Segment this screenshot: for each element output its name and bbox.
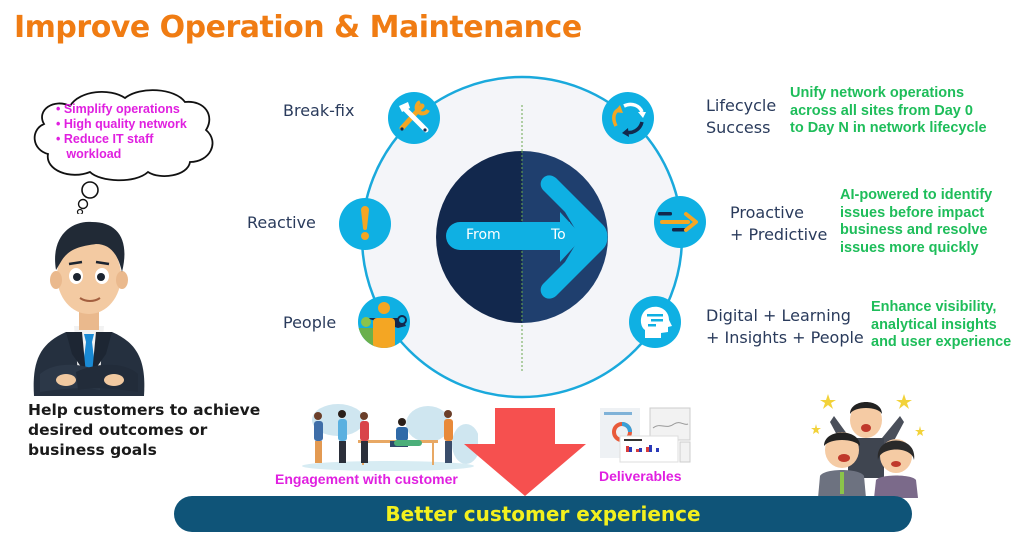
desc-line: to Day N in network lifecycle xyxy=(790,120,987,136)
to-state-proactive: Proactive + Predictive xyxy=(730,202,827,246)
to-state-label-line: Success xyxy=(706,118,771,137)
thought-item: • Reduce IT staff xyxy=(56,132,154,146)
desc-line: Enhance visibility, xyxy=(871,299,997,315)
to-state-label-line: Proactive xyxy=(730,203,805,222)
to-state-label-line: Lifecycle xyxy=(706,96,777,115)
caption-line: desired outcomes or xyxy=(28,421,208,439)
to-state-digital: Digital + Learning + Insights + People xyxy=(706,305,864,349)
result-label: Better customer experience xyxy=(385,502,701,526)
celebrating-team-illustration xyxy=(811,394,925,498)
to-state-lifecycle: Lifecycle Success xyxy=(706,95,776,139)
thought-item: • Simplify operations xyxy=(56,102,180,116)
thought-cloud xyxy=(33,89,214,214)
customer-goal-caption: Help customers to achieve desired outcom… xyxy=(28,400,260,460)
desc-line: analytical insights xyxy=(871,316,997,333)
from-state-break-fix: Break-fix xyxy=(283,101,355,120)
brain-head-icon xyxy=(629,296,681,348)
customer-thoughts: • Simplify operations • High quality net… xyxy=(56,102,187,162)
deliverables-illustration xyxy=(600,407,691,463)
exclamation-icon xyxy=(339,198,391,250)
engagement-illustration xyxy=(302,404,478,471)
desc-line: business and resolve xyxy=(840,222,988,238)
to-state-label-line: Digital + Learning xyxy=(706,306,851,325)
tools-icon xyxy=(388,92,440,144)
desc-line: issues more quickly xyxy=(840,239,979,256)
from-to-arrow xyxy=(446,175,608,299)
result-banner: Better customer experience xyxy=(174,496,912,532)
desc-line: AI-powered to identify xyxy=(840,187,993,203)
desc-line: Unify network operations xyxy=(790,85,965,101)
to-label: To xyxy=(551,227,566,243)
cycle-arrows-icon xyxy=(602,92,654,144)
lifecycle-description: Unify network operations across all site… xyxy=(790,85,987,138)
down-arrow-icon xyxy=(464,408,586,496)
from-label: From xyxy=(466,227,501,243)
desc-line: across all sites from Day 0 xyxy=(790,102,973,119)
proactive-description: AI-powered to identify issues before imp… xyxy=(840,187,992,257)
deliverables-label: Deliverables xyxy=(599,468,682,484)
people-icon xyxy=(358,296,410,348)
page-title: Improve Operation & Maintenance xyxy=(14,10,582,45)
from-state-reactive: Reactive xyxy=(247,213,316,232)
desc-line: issues before impact xyxy=(840,204,985,221)
thought-item: • High quality network xyxy=(56,117,187,131)
engagement-label: Engagement with customer xyxy=(275,471,458,487)
digital-description: Enhance visibility, analytical insights … xyxy=(871,299,1011,352)
caption-line: Help customers to achieve xyxy=(28,401,261,419)
caption-line: business goals xyxy=(28,441,157,459)
thought-item: workload xyxy=(56,147,122,161)
from-state-people: People xyxy=(283,313,337,332)
businessman-illustration xyxy=(33,221,145,396)
forward-arrow-icon xyxy=(654,196,706,248)
to-state-label-line: + Insights + People xyxy=(706,328,864,347)
to-state-label-line: + Predictive xyxy=(730,225,828,244)
desc-line: and user experience xyxy=(871,334,1012,350)
